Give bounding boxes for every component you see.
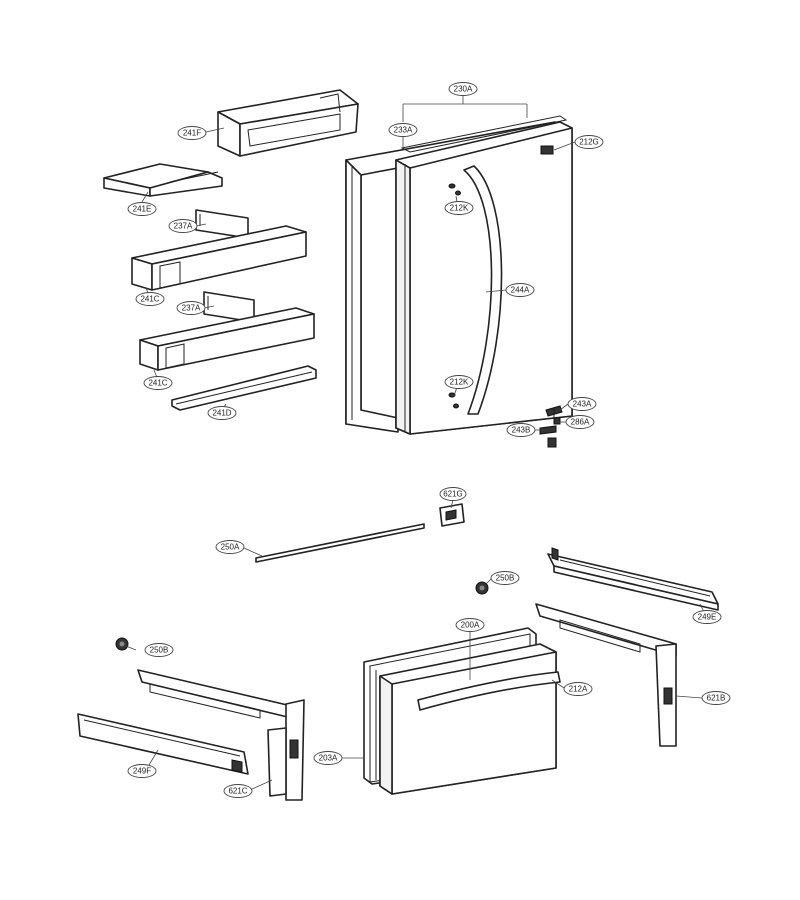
rail-bracket-right bbox=[535, 603, 677, 747]
connecting-rod bbox=[255, 523, 425, 563]
svg-text:241E: 241E bbox=[133, 205, 152, 214]
callout-212K-lower: 212K bbox=[444, 375, 474, 389]
callout-233A: 233A bbox=[388, 123, 418, 137]
svg-text:241F: 241F bbox=[183, 129, 201, 138]
callout-212G: 212G bbox=[574, 135, 604, 149]
svg-text:212G: 212G bbox=[579, 138, 599, 147]
callout-250B-right: 250B bbox=[490, 571, 520, 585]
svg-text:621G: 621G bbox=[443, 490, 463, 499]
callout-230A: 230A bbox=[448, 82, 478, 96]
callout-621B: 621B bbox=[701, 691, 731, 705]
svg-text:241D: 241D bbox=[212, 409, 231, 418]
callout-237A-lower: 237A bbox=[176, 301, 206, 315]
callout-237A-upper: 237A bbox=[168, 219, 198, 233]
slide-rail-left bbox=[77, 713, 249, 775]
svg-text:249E: 249E bbox=[698, 613, 717, 622]
callout-241C-lower: 241C bbox=[143, 376, 173, 390]
handle-screw-bottom bbox=[448, 392, 459, 409]
mounting-clip bbox=[439, 503, 465, 527]
svg-text:621C: 621C bbox=[228, 787, 247, 796]
rail-bracket-left bbox=[137, 669, 305, 801]
svg-text:250A: 250A bbox=[221, 543, 240, 552]
callout-243A: 243A bbox=[567, 397, 597, 411]
callout-241F: 241F bbox=[177, 126, 207, 140]
callout-212K-upper: 212K bbox=[444, 201, 474, 215]
callout-200A: 200A bbox=[455, 618, 485, 632]
svg-text:249F: 249F bbox=[133, 767, 151, 776]
bin-trim-strip bbox=[171, 365, 317, 411]
hinge-pin bbox=[539, 425, 557, 435]
svg-text:212K: 212K bbox=[450, 378, 469, 387]
svg-text:237A: 237A bbox=[182, 304, 201, 313]
door-bin-top bbox=[217, 89, 359, 157]
callout-241C-upper: 241C bbox=[135, 292, 165, 306]
callout-286A: 286A bbox=[565, 415, 595, 429]
callout-244A: 244A bbox=[505, 283, 535, 297]
svg-text:200A: 200A bbox=[461, 621, 480, 630]
callout-241E: 241E bbox=[127, 202, 157, 216]
svg-text:233A: 233A bbox=[394, 126, 413, 135]
svg-text:244A: 244A bbox=[511, 286, 530, 295]
callout-203A: 203A bbox=[313, 751, 343, 765]
svg-text:286A: 286A bbox=[571, 418, 590, 427]
door-handle bbox=[463, 165, 503, 415]
callout-241D: 241D bbox=[207, 406, 237, 420]
svg-text:237A: 237A bbox=[174, 222, 193, 231]
svg-text:621B: 621B bbox=[707, 694, 726, 703]
svg-text:241C: 241C bbox=[148, 379, 167, 388]
door-bin-middle-1 bbox=[131, 225, 307, 291]
svg-text:250B: 250B bbox=[496, 574, 515, 583]
callout-250B-left: 250B bbox=[144, 643, 174, 657]
svg-text:212A: 212A bbox=[569, 685, 588, 694]
svg-text:203A: 203A bbox=[319, 754, 338, 763]
callout-250A: 250A bbox=[215, 540, 245, 554]
handle-screw-top bbox=[448, 183, 461, 196]
callout-249E: 249E bbox=[692, 610, 722, 624]
svg-text:230A: 230A bbox=[454, 85, 473, 94]
slide-rail-right bbox=[547, 547, 719, 611]
roller-knob-right bbox=[475, 581, 489, 595]
svg-text:243A: 243A bbox=[573, 400, 592, 409]
svg-text:243B: 243B bbox=[512, 426, 531, 435]
bin-divider-1 bbox=[195, 209, 249, 239]
roller-knob-left bbox=[115, 637, 129, 651]
leader-lines bbox=[125, 96, 707, 791]
svg-text:241C: 241C bbox=[140, 295, 159, 304]
callout-621G: 621G bbox=[439, 487, 467, 501]
svg-text:212K: 212K bbox=[450, 204, 469, 213]
hinge-washer bbox=[547, 417, 561, 448]
door-bin-middle-2 bbox=[139, 307, 315, 371]
callout-621C: 621C bbox=[223, 784, 253, 798]
callout-243B: 243B bbox=[506, 423, 536, 437]
callout-212A: 212A bbox=[563, 682, 593, 696]
hinge-cap bbox=[540, 145, 554, 155]
callout-249F: 249F bbox=[127, 764, 157, 778]
svg-text:250B: 250B bbox=[150, 646, 169, 655]
drawer-handle bbox=[417, 671, 561, 711]
small-tray bbox=[103, 163, 223, 197]
